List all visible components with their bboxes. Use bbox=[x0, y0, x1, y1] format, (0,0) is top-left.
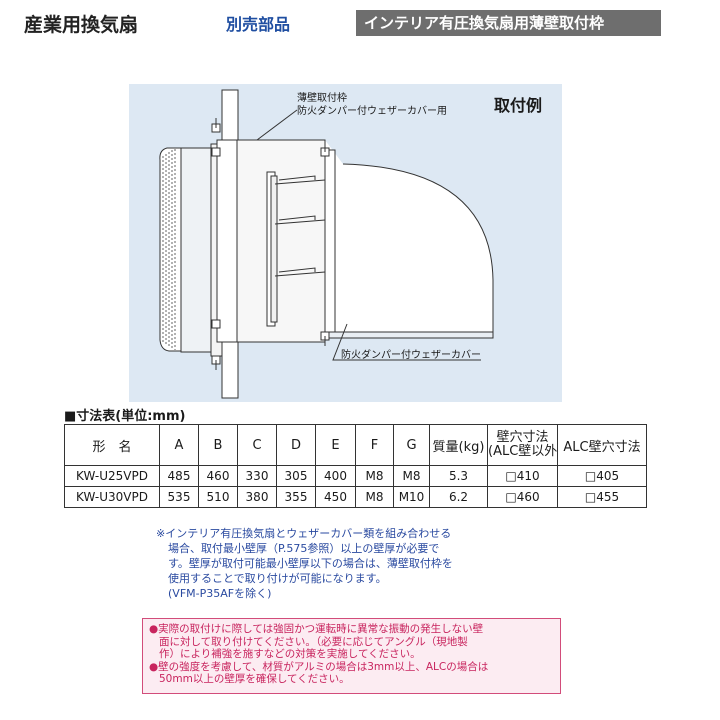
col-model: 形 名 bbox=[64, 424, 160, 466]
cell-b: 510 bbox=[198, 486, 238, 508]
note-line2: 場合、取付最小壁厚（P.575参照）以上の壁厚が必要で bbox=[168, 542, 440, 555]
cell-d: 305 bbox=[276, 465, 316, 487]
cell-alc-hole: □405 bbox=[557, 465, 647, 487]
cell-model: KW-U25VPD bbox=[64, 465, 160, 487]
installation-note: ※インテリア有圧換気扇とウェザーカバー類を組み合わせる 場合、取付最小壁厚（P.… bbox=[156, 526, 528, 601]
diagram-title: 取付例 bbox=[494, 96, 543, 115]
label-frame-line1: 薄壁取付枠 bbox=[297, 93, 347, 104]
cell-f: M8 bbox=[355, 465, 394, 487]
cell-mass: 6.2 bbox=[429, 486, 488, 508]
cell-b: 460 bbox=[198, 465, 238, 487]
label-thin-frame: 薄壁取付枠 防火ダンパー付ウェザーカバー用 bbox=[297, 92, 447, 118]
installation-drawing bbox=[159, 89, 494, 399]
cell-g: M10 bbox=[393, 486, 430, 508]
col-alc-hole: ALC壁穴寸法 bbox=[557, 424, 647, 466]
col-f: F bbox=[355, 424, 394, 466]
cell-e: 450 bbox=[315, 486, 356, 508]
col-c: C bbox=[237, 424, 277, 466]
installation-diagram: 取付例 薄壁取付枠 防火ダンパー付ウェザーカバー用 防火ダンパー付ウェザーカバー bbox=[129, 84, 562, 402]
col-wall-hole-line2: (ALC壁以外) bbox=[488, 444, 558, 459]
table-header-row: 形 名 A B C D E F G 質量(kg) 壁穴寸法 (ALC壁以外) A… bbox=[64, 424, 647, 466]
warning-box: ●実際の取付けに際しては強固かつ運転時に異常な振動の発生しない壁 面に対して取り… bbox=[142, 618, 561, 694]
cell-d: 355 bbox=[276, 486, 316, 508]
cell-mass: 5.3 bbox=[429, 465, 488, 487]
page-header: 産業用換気扇 別売部品 インテリア有圧換気扇用薄壁取付枠 bbox=[0, 0, 720, 44]
col-b: B bbox=[198, 424, 238, 466]
col-mass: 質量(kg) bbox=[429, 424, 488, 466]
dimension-table: 形 名 A B C D E F G 質量(kg) 壁穴寸法 (ALC壁以外) A… bbox=[64, 424, 647, 508]
col-a: A bbox=[159, 424, 199, 466]
note-line1: ※インテリア有圧換気扇とウェザーカバー類を組み合わせる bbox=[156, 527, 452, 540]
cell-f: M8 bbox=[355, 486, 394, 508]
label-frame-line2: 防火ダンパー付ウェザーカバー用 bbox=[297, 106, 447, 117]
note-line4: 使用することで取り付けが可能になります。 bbox=[168, 572, 387, 585]
note-line5: (VFM-P35AFを除く) bbox=[168, 587, 272, 600]
category-title: 産業用換気扇 bbox=[24, 14, 139, 36]
cell-wall-hole: □460 bbox=[487, 486, 558, 508]
warning-line4: ●壁の強度を考慮して、材質がアルミの場合は3mm以上、ALCの場合は bbox=[149, 660, 489, 673]
warning-line3: 作）により補強を施すなどの対策を実施してください。 bbox=[159, 648, 421, 660]
cell-alc-hole: □455 bbox=[557, 486, 647, 508]
table-title: ■寸法表(単位:mm) bbox=[64, 409, 186, 424]
table-row: KW-U25VPD 485 460 330 305 400 M8 M8 5.3 … bbox=[64, 465, 647, 487]
cell-c: 380 bbox=[237, 486, 277, 508]
col-g: G bbox=[393, 424, 430, 466]
cell-a: 485 bbox=[159, 465, 199, 487]
cell-g: M8 bbox=[393, 465, 430, 487]
col-wall-hole-line1: 壁穴寸法 bbox=[496, 430, 549, 445]
cell-model: KW-U30VPD bbox=[64, 486, 160, 508]
cell-a: 535 bbox=[159, 486, 199, 508]
accessory-label: 別売部品 bbox=[226, 15, 291, 34]
col-wall-hole: 壁穴寸法 (ALC壁以外) bbox=[487, 424, 558, 466]
cell-c: 330 bbox=[237, 465, 277, 487]
note-line3: す。壁厚が取付可能最小壁厚以下の場合は、薄壁取付枠を bbox=[168, 557, 453, 570]
cell-e: 400 bbox=[315, 465, 356, 487]
col-e: E bbox=[315, 424, 356, 466]
label-weather-cover: 防火ダンパー付ウェザーカバー bbox=[341, 350, 481, 361]
warning-line1: ●実際の取付けに際しては強固かつ運転時に異常な振動の発生しない壁 bbox=[149, 623, 484, 635]
cell-wall-hole: □410 bbox=[487, 465, 558, 487]
product-title-bar: インテリア有圧換気扇用薄壁取付枠 bbox=[356, 10, 661, 36]
col-d: D bbox=[276, 424, 316, 466]
warning-line2: 面に対して取り付けてください。（必要に応じてアングル（現地製 bbox=[159, 635, 468, 648]
warning-line5: 50mm以上の壁厚を確保してください。 bbox=[159, 673, 350, 685]
table-row: KW-U30VPD 535 510 380 355 450 M8 M10 6.2… bbox=[64, 486, 647, 508]
